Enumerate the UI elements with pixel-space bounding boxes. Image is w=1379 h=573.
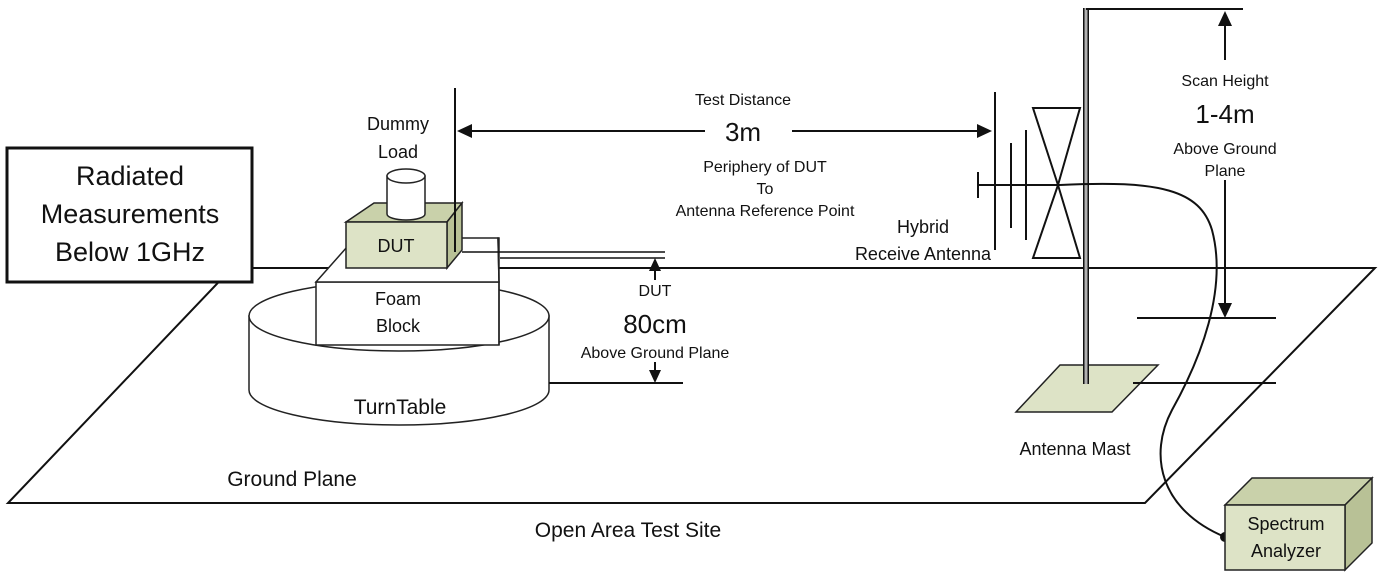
ground-plane-label: Ground Plane bbox=[227, 468, 357, 491]
scan-height-arrow bbox=[1218, 11, 1232, 318]
title-box bbox=[5, 146, 254, 284]
dummy-load-label-1: Dummy bbox=[367, 114, 429, 134]
dut-height-dimension bbox=[462, 251, 683, 384]
title-line-1: Radiated bbox=[76, 161, 184, 191]
periphery-label-2: To bbox=[757, 181, 774, 198]
foam-label-2: Block bbox=[376, 316, 421, 336]
scan-above-1: Above Ground bbox=[1173, 141, 1276, 158]
periphery-label-1: Periphery of DUT bbox=[703, 159, 827, 176]
test-distance-arrow bbox=[457, 124, 992, 138]
periphery-label-3: Antenna Reference Point bbox=[676, 203, 855, 220]
spectrum-label-2: Analyzer bbox=[1251, 541, 1321, 561]
antenna-mast-label: Antenna Mast bbox=[1019, 439, 1130, 459]
scan-above-2: Plane bbox=[1205, 163, 1246, 180]
foam-label-1: Foam bbox=[375, 289, 421, 309]
spectrum-label-1: Spectrum bbox=[1247, 514, 1324, 534]
dummy-load bbox=[386, 168, 426, 221]
hybrid-antenna bbox=[977, 107, 1082, 259]
dut-height-above: Above Ground Plane bbox=[581, 345, 730, 362]
test-distance-value: 3m bbox=[725, 117, 761, 147]
title-line-2: Measurements bbox=[41, 199, 220, 229]
dut-label: DUT bbox=[378, 236, 415, 256]
dut-height-label: DUT bbox=[639, 283, 672, 300]
scan-height-value: 1-4m bbox=[1195, 99, 1254, 129]
antenna-label-2: Receive Antenna bbox=[855, 244, 992, 264]
ground-plane bbox=[5, 267, 1378, 504]
turntable-label: TurnTable bbox=[354, 396, 447, 419]
mast-base-plate bbox=[1014, 364, 1160, 413]
open-area-label: Open Area Test Site bbox=[535, 519, 721, 542]
spectrum-analyzer bbox=[1223, 476, 1374, 572]
title-line-3: Below 1GHz bbox=[55, 237, 205, 267]
antenna-cable bbox=[1059, 182, 1226, 538]
dummy-load-label-2: Load bbox=[378, 142, 418, 162]
scan-height-label: Scan Height bbox=[1181, 73, 1269, 90]
dut-height-value: 80cm bbox=[623, 309, 687, 339]
antenna-label-1: Hybrid bbox=[897, 217, 949, 237]
test-distance-label: Test Distance bbox=[695, 92, 791, 109]
